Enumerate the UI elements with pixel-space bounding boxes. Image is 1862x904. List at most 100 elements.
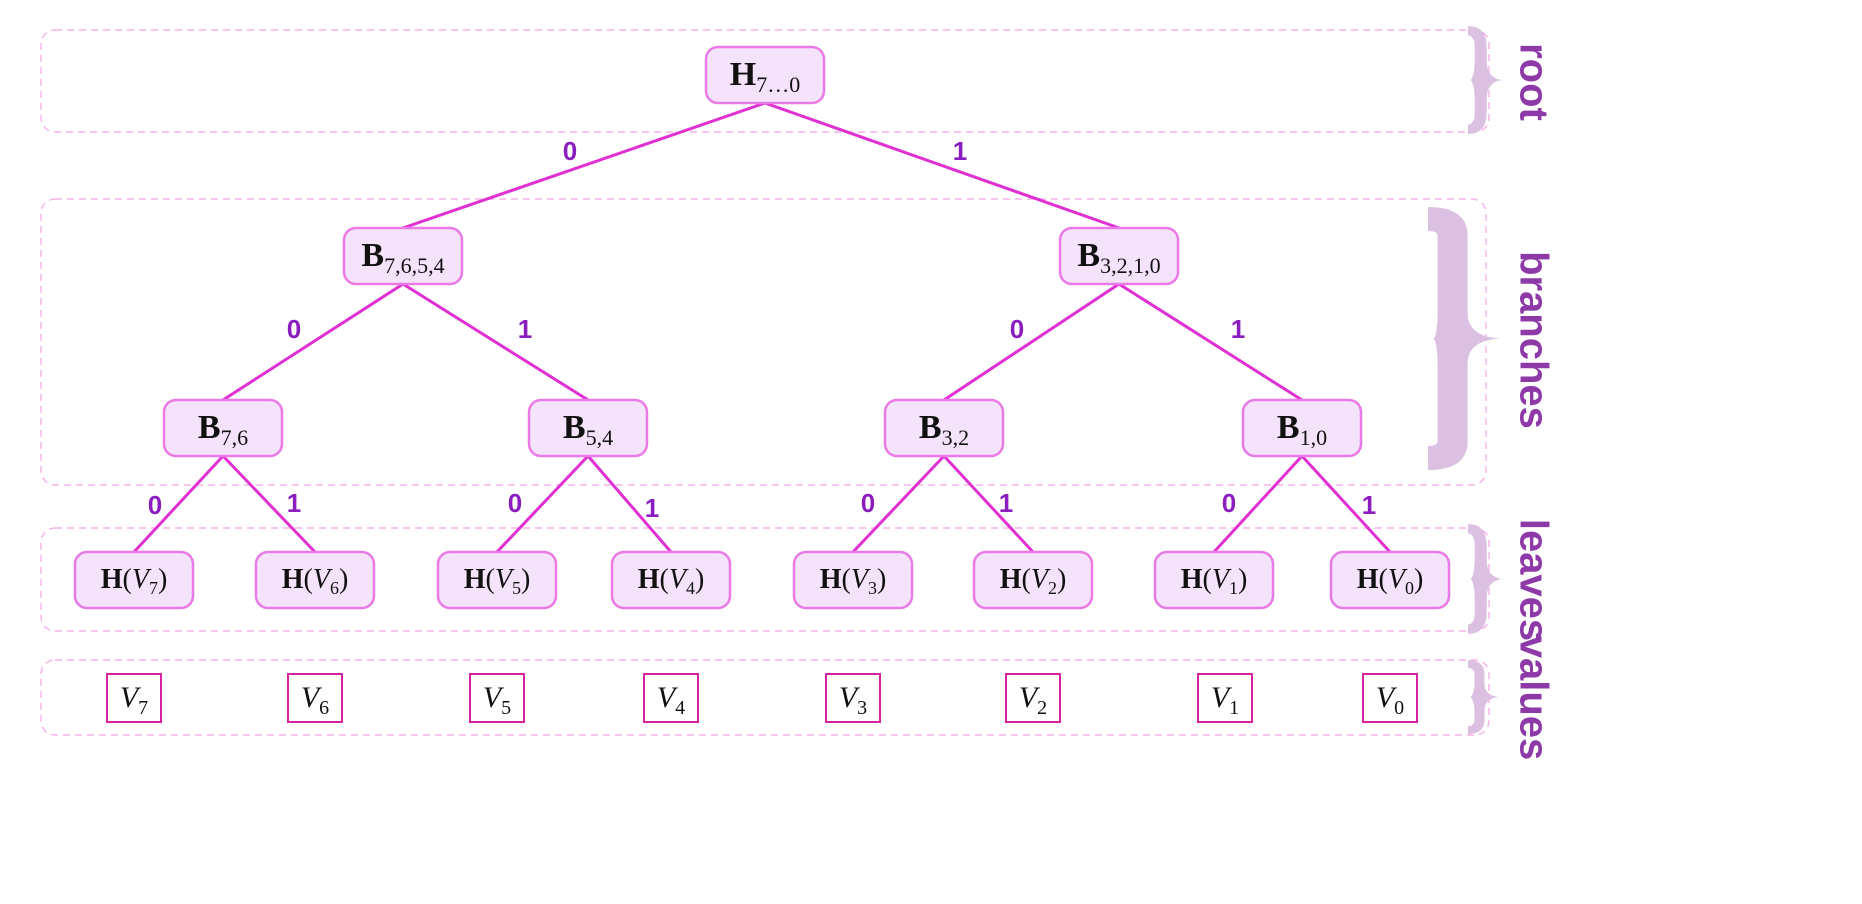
node-b7654: B7,6,5,4 bbox=[342, 226, 464, 286]
node-b3210: B3,2,1,0 bbox=[1058, 226, 1180, 286]
edge-b3210-b32 bbox=[942, 282, 1121, 402]
edge-b3210-b10 bbox=[1117, 282, 1304, 402]
edge-root-b3210 bbox=[763, 101, 1121, 230]
node-box bbox=[1058, 226, 1180, 286]
node-root: H7…0 bbox=[704, 45, 826, 105]
node-v7: V7 bbox=[106, 673, 162, 723]
node-b76: B7,6 bbox=[162, 398, 284, 458]
node-l5: H(V5) bbox=[436, 550, 558, 610]
value-box bbox=[825, 673, 881, 723]
node-label: H(V5) bbox=[464, 564, 531, 598]
node-label: H(V2) bbox=[1000, 564, 1067, 598]
node-v1: V1 bbox=[1197, 673, 1253, 723]
node-box bbox=[883, 398, 1005, 458]
edge-b54-l4 bbox=[586, 454, 673, 554]
level-label-branches: branches bbox=[1511, 251, 1555, 429]
node-box bbox=[1329, 550, 1451, 610]
brace-values-icon bbox=[1468, 660, 1498, 734]
node-l1: H(V1) bbox=[1153, 550, 1275, 610]
edge-label: 1 bbox=[1231, 314, 1245, 344]
brace-root-icon bbox=[1468, 26, 1502, 134]
node-label: V7 bbox=[120, 681, 148, 719]
node-label: H7…0 bbox=[730, 56, 800, 97]
edge-b76-l7 bbox=[132, 454, 225, 554]
edge-b10-l1 bbox=[1212, 454, 1304, 554]
node-v6: V6 bbox=[287, 673, 343, 723]
edge-label: 0 bbox=[861, 488, 875, 518]
brace-branches-icon bbox=[1428, 207, 1500, 470]
node-label: V3 bbox=[839, 681, 867, 719]
node-label: H(V4) bbox=[638, 564, 705, 598]
node-label: H(V1) bbox=[1181, 564, 1248, 598]
value-box bbox=[1005, 673, 1061, 723]
node-label: H(V0) bbox=[1357, 564, 1424, 598]
node-l0: H(V0) bbox=[1329, 550, 1451, 610]
node-v2: V2 bbox=[1005, 673, 1061, 723]
node-box bbox=[792, 550, 914, 610]
edge-label: 1 bbox=[645, 493, 659, 523]
edge-label: 1 bbox=[287, 488, 301, 518]
level-label-root: root bbox=[1511, 43, 1555, 121]
node-box bbox=[1241, 398, 1363, 458]
node-label: H(V7) bbox=[101, 564, 168, 598]
node-label: V2 bbox=[1019, 681, 1047, 719]
node-label: V5 bbox=[483, 681, 511, 719]
edge-b32-l3 bbox=[851, 454, 946, 554]
node-label: B1,0 bbox=[1277, 409, 1327, 450]
node-v3: V3 bbox=[825, 673, 881, 723]
edge-b7654-b76 bbox=[221, 282, 405, 402]
node-box bbox=[254, 550, 376, 610]
node-l4: H(V4) bbox=[610, 550, 732, 610]
level-label-values: values bbox=[1511, 636, 1555, 761]
node-v0: V0 bbox=[1362, 673, 1418, 723]
edge-label: 1 bbox=[953, 136, 967, 166]
edge-label: 1 bbox=[1362, 490, 1376, 520]
brace-leaves-icon bbox=[1468, 524, 1502, 634]
node-b32: B3,2 bbox=[883, 398, 1005, 458]
value-box bbox=[1197, 673, 1253, 723]
edge-b32-l2 bbox=[942, 454, 1035, 554]
band-values bbox=[40, 659, 1490, 736]
level-braces bbox=[1428, 26, 1502, 734]
node-label: V1 bbox=[1211, 681, 1239, 719]
edge-label: 0 bbox=[287, 314, 301, 344]
node-v4: V4 bbox=[643, 673, 699, 723]
band-branches bbox=[40, 198, 1487, 486]
node-box bbox=[342, 226, 464, 286]
edge-root-b7654 bbox=[401, 101, 767, 230]
node-label: V0 bbox=[1376, 681, 1404, 719]
edge-label: 0 bbox=[508, 488, 522, 518]
node-v5: V5 bbox=[469, 673, 525, 723]
value-box bbox=[643, 673, 699, 723]
node-l2: H(V2) bbox=[972, 550, 1094, 610]
node-box bbox=[972, 550, 1094, 610]
tree-edges bbox=[132, 101, 1392, 554]
edge-label: 0 bbox=[148, 490, 162, 520]
node-b10: B1,0 bbox=[1241, 398, 1363, 458]
node-box bbox=[436, 550, 558, 610]
node-box bbox=[704, 45, 826, 105]
node-label: H(V3) bbox=[820, 564, 887, 598]
value-box bbox=[106, 673, 162, 723]
value-box bbox=[469, 673, 525, 723]
edge-b10-l0 bbox=[1300, 454, 1392, 554]
edge-label: 0 bbox=[1222, 488, 1236, 518]
node-l3: H(V3) bbox=[792, 550, 914, 610]
node-label: V6 bbox=[301, 681, 329, 719]
edge-label: 1 bbox=[518, 314, 532, 344]
edge-label: 0 bbox=[563, 136, 577, 166]
node-box bbox=[1153, 550, 1275, 610]
node-label: V4 bbox=[657, 681, 685, 719]
node-label: B7,6,5,4 bbox=[361, 237, 444, 278]
node-l6: H(V6) bbox=[254, 550, 376, 610]
edge-b7654-b54 bbox=[401, 282, 590, 402]
edge-label: 0 bbox=[1010, 314, 1024, 344]
node-label: B3,2,1,0 bbox=[1077, 237, 1160, 278]
node-label: B3,2 bbox=[919, 409, 969, 450]
edge-b54-l5 bbox=[495, 454, 590, 554]
